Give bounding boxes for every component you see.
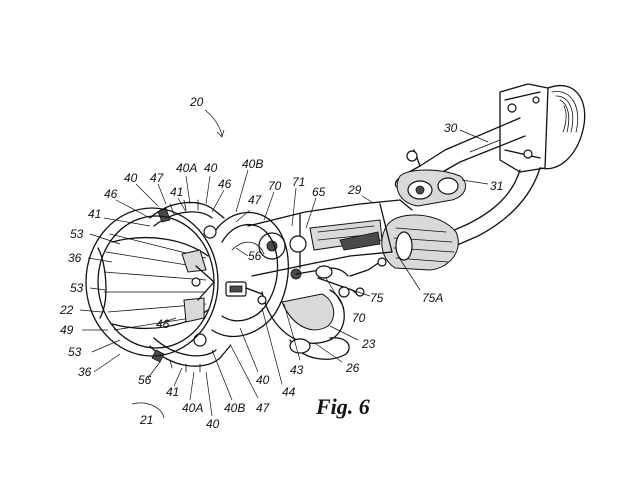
label-40A-top: 40A <box>176 161 197 175</box>
mounting-plate <box>211 211 289 338</box>
label-65: 65 <box>312 185 326 199</box>
hub-assembly <box>499 83 586 173</box>
figure-caption: Fig. 6 <box>315 394 370 419</box>
label-40-mid: 40 <box>256 373 270 387</box>
label-22: 22 <box>59 303 74 317</box>
label-40-top-a: 40 <box>124 171 138 185</box>
main-beam <box>247 199 413 277</box>
label-70-top: 70 <box>268 179 282 193</box>
label-41-c: 41 <box>166 385 179 399</box>
label-43: 43 <box>290 363 304 377</box>
reference-labels: 20 30 29 31 40 47 40A 40 40B 46 41 46 70… <box>59 95 503 431</box>
label-70-bottom: 70 <box>352 311 366 325</box>
drive-unit <box>381 214 459 271</box>
center-bracket <box>396 149 467 207</box>
label-71: 71 <box>292 175 305 189</box>
leader-lines <box>79 109 489 419</box>
label-36-b: 36 <box>78 365 92 379</box>
label-56-top: 56 <box>248 249 262 263</box>
label-21: 21 <box>139 413 153 427</box>
front-cage <box>85 207 219 357</box>
label-47-mid: 47 <box>248 193 263 207</box>
label-40B-top: 40B <box>242 157 263 171</box>
lower-housing <box>261 277 365 360</box>
label-47-top: 47 <box>150 171 165 185</box>
label-49: 49 <box>60 323 74 337</box>
label-40-top-b: 40 <box>204 161 218 175</box>
label-56-bottom: 56 <box>138 373 152 387</box>
label-41-a: 41 <box>170 185 183 199</box>
label-40-bottom: 40 <box>206 417 220 431</box>
label-44: 44 <box>282 385 296 399</box>
label-20: 20 <box>189 95 204 109</box>
label-40B-bottom: 40B <box>224 401 245 415</box>
label-40A-bottom: 40A <box>182 401 203 415</box>
label-46-c: 46 <box>156 317 170 331</box>
label-46-a: 46 <box>104 187 118 201</box>
label-53-a: 53 <box>70 227 84 241</box>
label-53-b: 53 <box>70 281 84 295</box>
label-30: 30 <box>444 121 458 135</box>
label-41-b: 41 <box>88 207 101 221</box>
label-47-bottom: 47 <box>256 401 271 415</box>
label-75: 75 <box>370 291 384 305</box>
joint-cluster <box>258 232 387 280</box>
label-31: 31 <box>490 179 503 193</box>
label-29: 29 <box>347 183 362 197</box>
label-75A: 75A <box>422 291 443 305</box>
label-53-c: 53 <box>68 345 82 359</box>
label-36-a: 36 <box>68 251 82 265</box>
label-46-b: 46 <box>218 177 232 191</box>
label-23: 23 <box>361 337 376 351</box>
label-26: 26 <box>345 361 360 375</box>
